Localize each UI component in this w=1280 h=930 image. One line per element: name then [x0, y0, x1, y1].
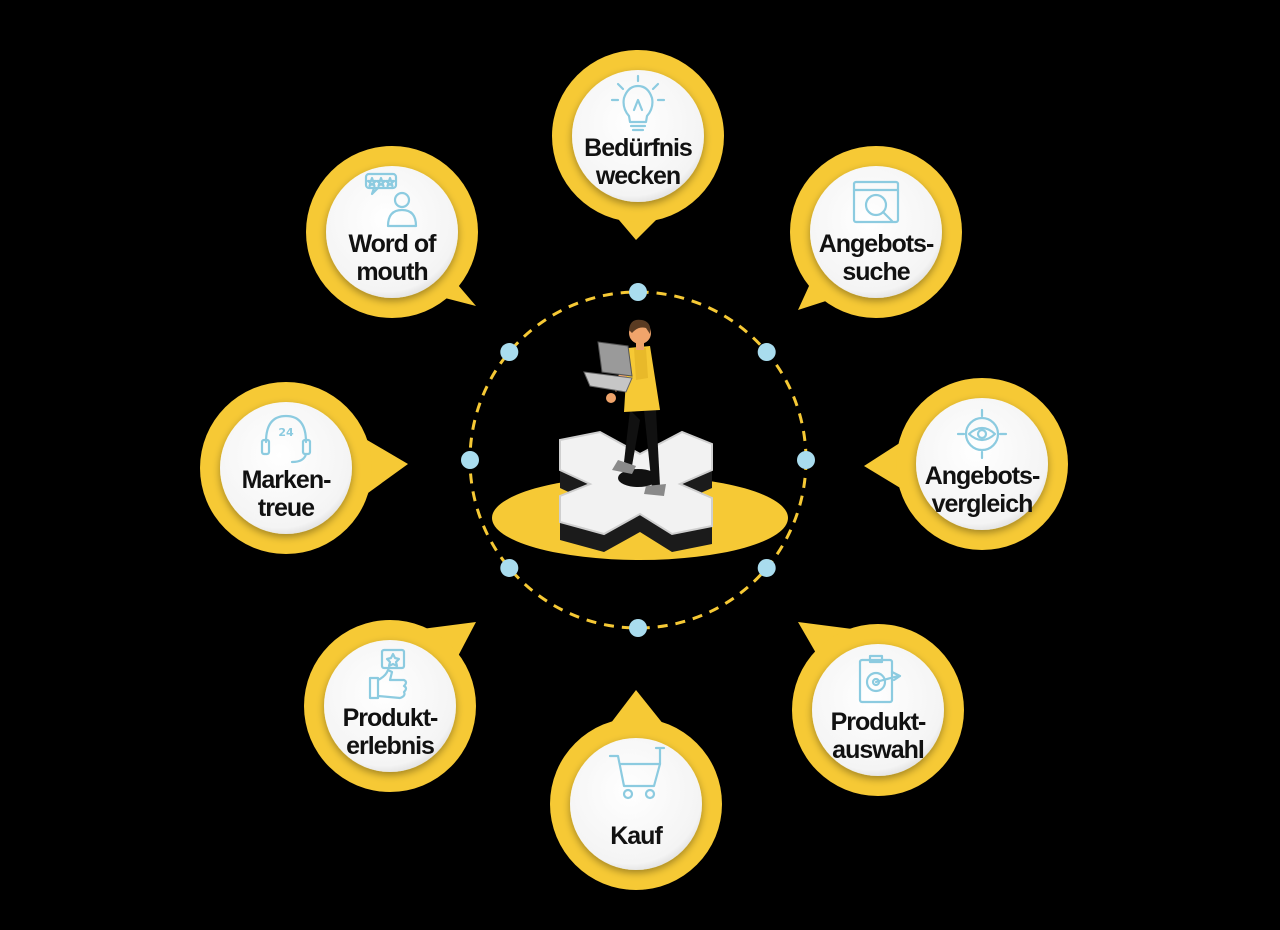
bubble-inner: [572, 70, 704, 202]
step-label-line: wecken: [595, 162, 680, 190]
ring-dot: [757, 343, 776, 362]
step-angebotsvergleich: Angebots-vergleich: [864, 378, 1068, 550]
ring-dot: [797, 451, 815, 469]
bubble-inner: [812, 644, 944, 776]
step-label-line: auswahl: [832, 736, 924, 764]
shopping-cart-icon: [608, 746, 666, 800]
clipboard-target-icon: [858, 654, 902, 704]
bubble-inner: [220, 402, 352, 534]
person-with-laptop-illustration: [583, 319, 666, 496]
step-label-line: vergleich: [932, 490, 1033, 518]
step-angebotssuche: Angebots-suche: [790, 146, 962, 318]
headset-24-icon: 24: [260, 414, 312, 464]
step-label-line: Angebots-: [819, 230, 934, 258]
ring-dot: [500, 558, 519, 577]
ring-dot: [629, 283, 647, 301]
lightbulb-icon: [610, 74, 666, 132]
step-kauf: Kauf: [550, 690, 722, 890]
step-label-line: mouth: [356, 258, 427, 286]
ring-dot: [461, 451, 479, 469]
step-produktauswahl: Produkt-auswahl: [792, 622, 964, 796]
ring-dot: [757, 558, 776, 577]
step-label-line: erlebnis: [346, 732, 434, 760]
step-label-line: Produkt-: [343, 704, 438, 732]
magnifier-browser-icon: [852, 180, 900, 224]
ring-dot: [500, 343, 519, 362]
ring-dot: [629, 619, 647, 637]
x-logo-platform-icon: [559, 430, 713, 552]
target-eye-icon: [956, 408, 1008, 460]
step-label-line: Kauf: [610, 822, 663, 850]
bubble-inner: [324, 640, 456, 772]
center-illustration: [492, 319, 788, 560]
journey-steps: BedürfnisweckenAngebots-sucheAngebots-ve…: [200, 50, 1068, 890]
step-label-line: Bedürfnis: [584, 134, 692, 162]
step-label-line: treue: [258, 494, 315, 522]
step-label-line: Angebots-: [925, 462, 1040, 490]
step-label-line: Marken-: [242, 466, 332, 494]
ring-dots: [461, 283, 815, 637]
step-label-line: Word of: [349, 230, 438, 258]
bubble-inner: [326, 166, 458, 298]
thumbs-up-star-icon: [368, 648, 408, 700]
person-rating-icon: [364, 172, 418, 228]
step-produkterlebnis: Produkt-erlebnis: [304, 620, 476, 792]
bubble-inner: [810, 166, 942, 298]
step-label-line: suche: [842, 258, 910, 286]
bubble-inner: [916, 398, 1048, 530]
step-label-line: Produkt-: [831, 708, 926, 736]
svg-text:24: 24: [278, 426, 294, 439]
bubble-inner: [570, 738, 702, 870]
